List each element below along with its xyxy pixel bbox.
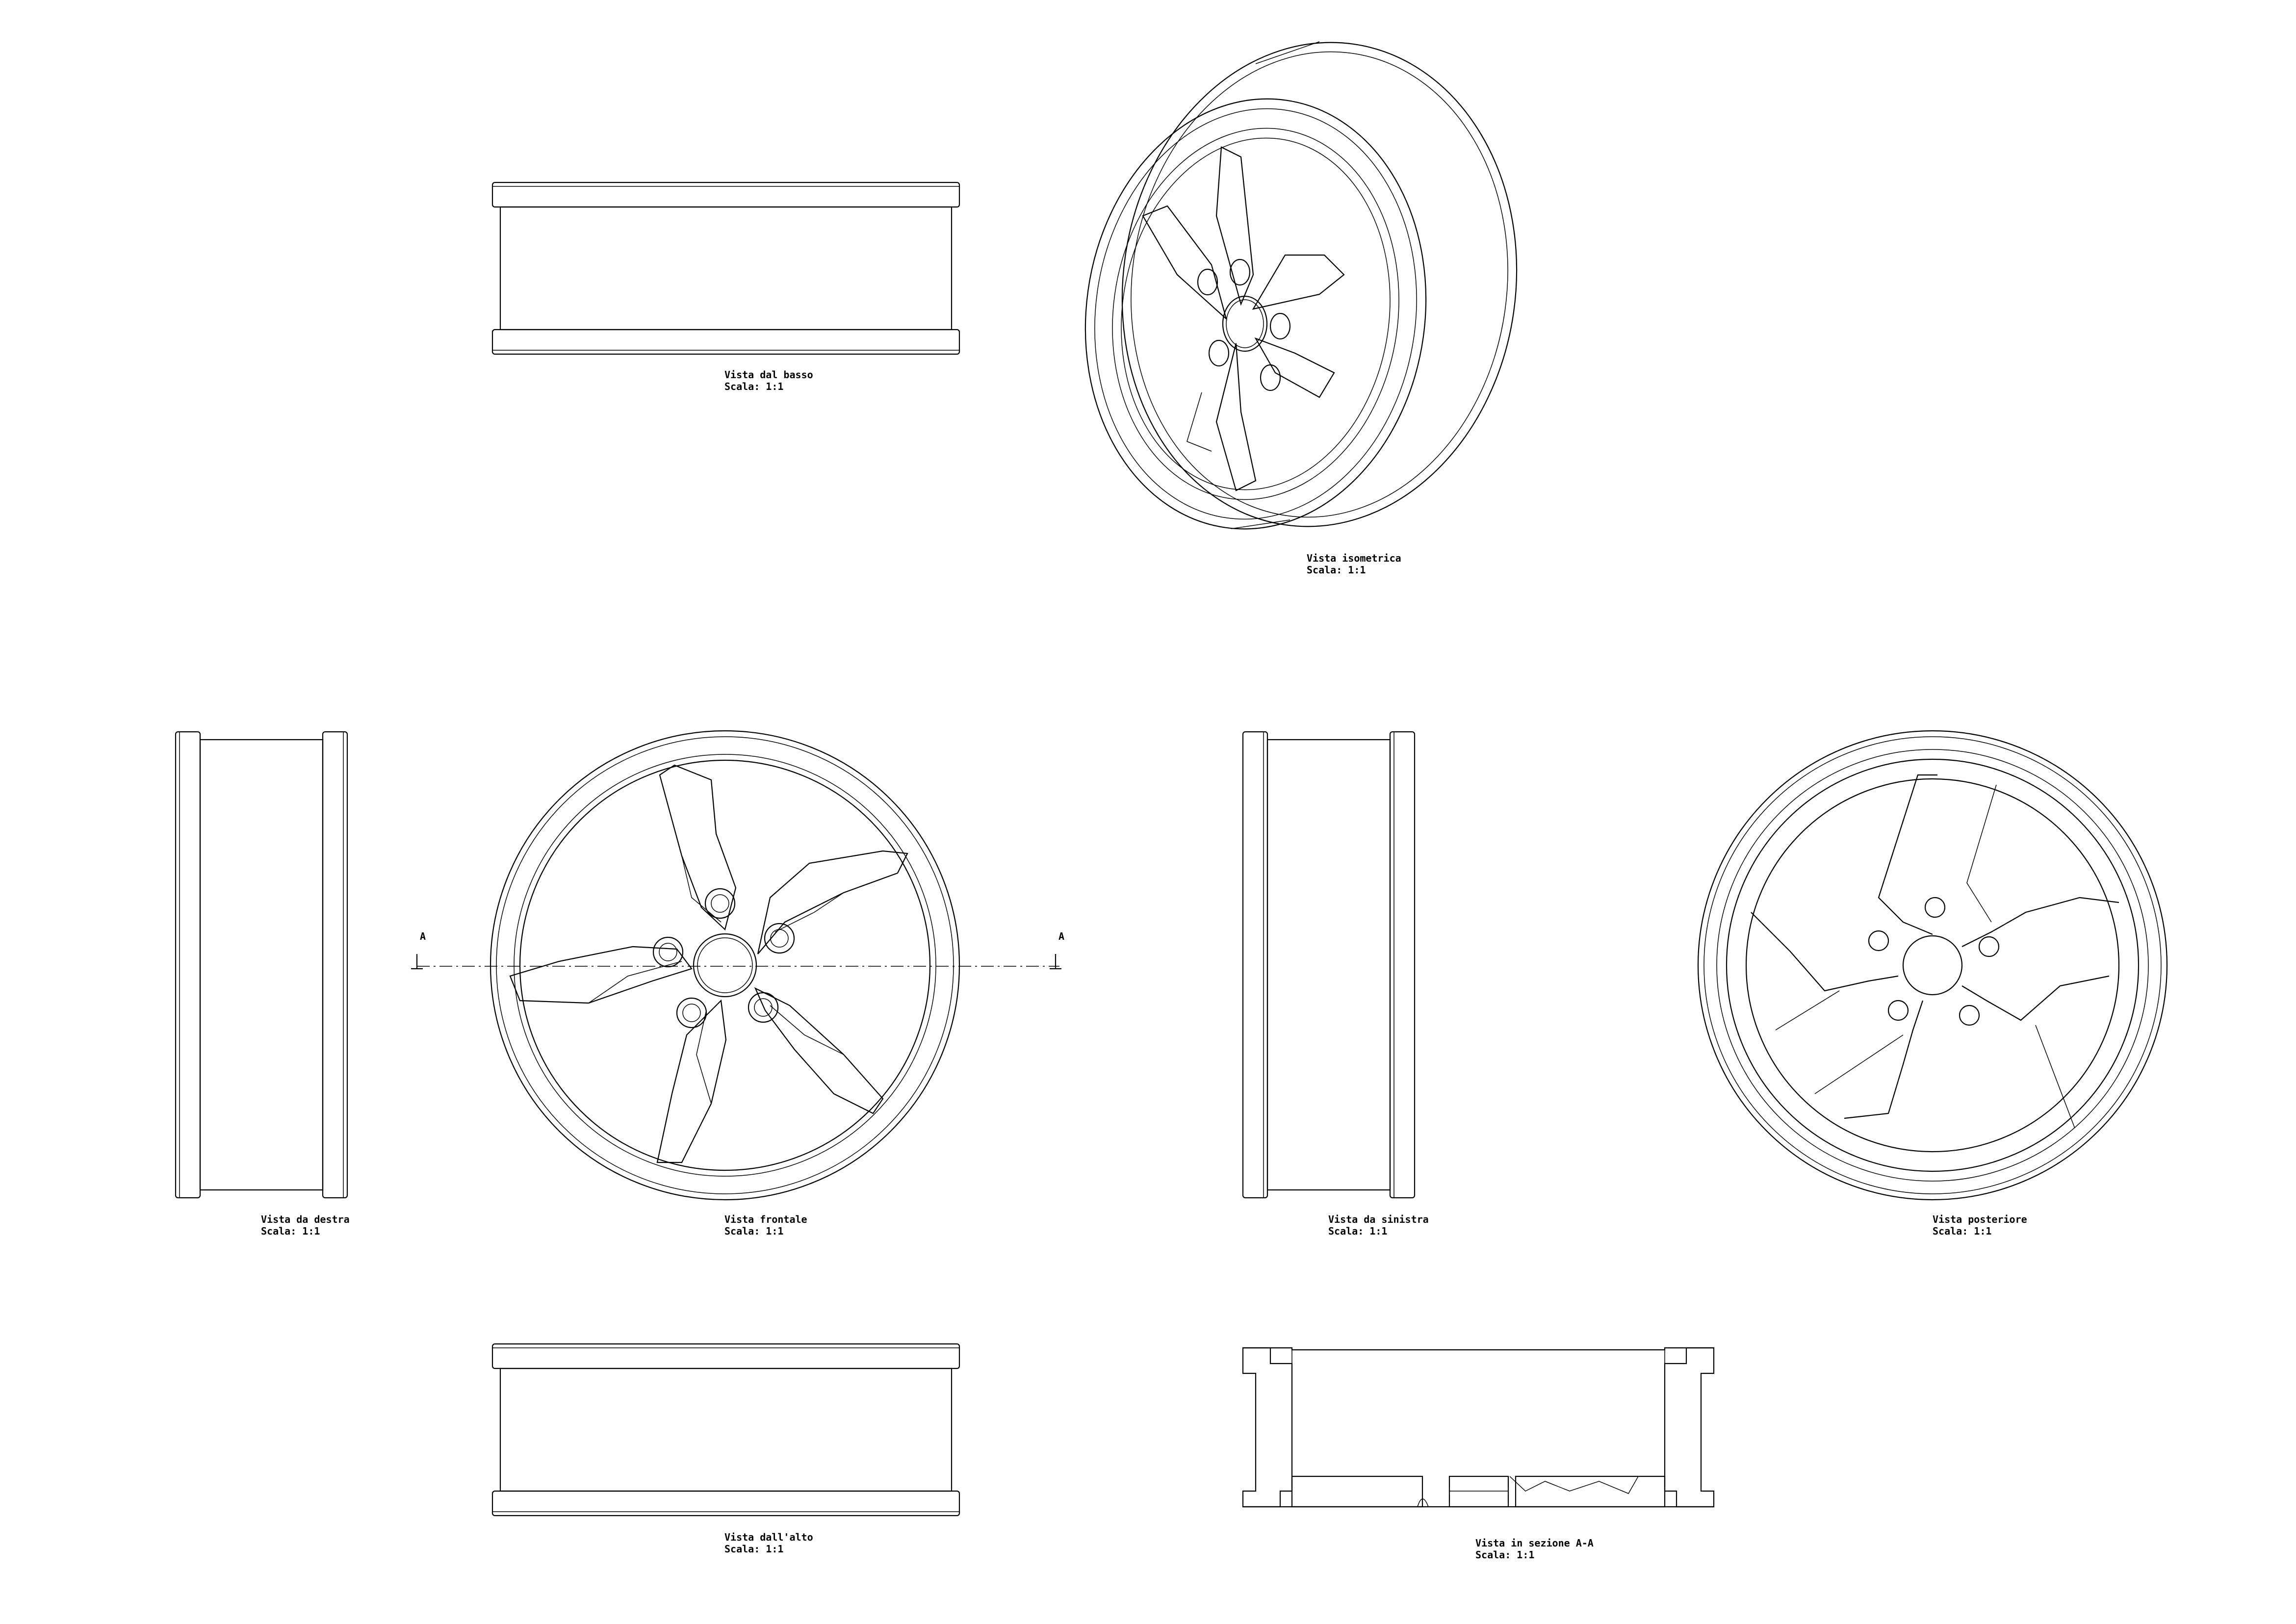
view-title: Vista isometrica (1307, 552, 1401, 564)
isometric-view-drawing (1084, 41, 1518, 530)
left-view-drawing (1242, 731, 1416, 1199)
view-title: Vista dal basso (724, 369, 813, 381)
view-section: Vista in sezione A-A Scala: 1:1 (1242, 1347, 1715, 1561)
section-marker-left: A (420, 930, 426, 942)
view-title: Vista da destra (261, 1213, 350, 1225)
view-title: Vista in sezione A-A (1475, 1537, 1594, 1549)
front-view-drawing (411, 730, 1061, 1201)
view-right: Vista da destra Scala: 1:1 (175, 731, 350, 1237)
view-scale: Scala: 1:1 (1933, 1225, 1991, 1237)
section-view-drawing (1242, 1347, 1715, 1508)
view-top: Vista dall'alto Scala: 1:1 (491, 1343, 960, 1555)
view-title: Vista dall'alto (724, 1531, 813, 1543)
view-isometric: Vista isometrica Scala: 1:1 (1084, 41, 1518, 576)
bottom-view-drawing (491, 181, 960, 355)
right-view-drawing (175, 731, 348, 1199)
section-marker-right: A (1058, 930, 1064, 942)
rear-view-drawing (1697, 730, 2168, 1201)
view-title: Vista posteriore (1933, 1213, 2027, 1225)
view-rear: Vista posteriore Scala: 1:1 (1697, 730, 2168, 1237)
view-scale: Scala: 1:1 (1307, 564, 1366, 576)
view-scale: Scala: 1:1 (724, 1225, 783, 1237)
view-scale: Scala: 1:1 (724, 381, 783, 392)
view-left: Vista da sinistra Scala: 1:1 (1242, 731, 1429, 1237)
view-title: Vista da sinistra (1328, 1213, 1429, 1225)
top-view-drawing (491, 1343, 960, 1517)
view-scale: Scala: 1:1 (1328, 1225, 1387, 1237)
view-title: Vista frontale (724, 1213, 807, 1225)
view-scale: Scala: 1:1 (1475, 1549, 1534, 1561)
view-bottom: Vista dal basso Scala: 1:1 (491, 181, 960, 392)
view-scale: Scala: 1:1 (261, 1225, 320, 1237)
view-scale: Scala: 1:1 (724, 1543, 783, 1555)
view-front: A A Vista frontale Scala: 1:1 (411, 730, 1064, 1237)
